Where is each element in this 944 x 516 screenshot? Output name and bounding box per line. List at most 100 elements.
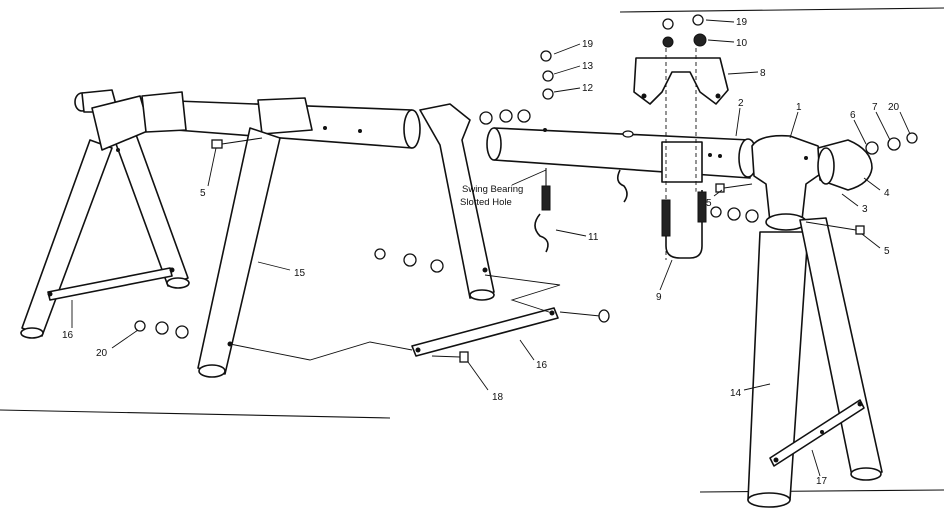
bolt-hole <box>169 267 175 273</box>
cap-nut <box>374 248 386 260</box>
bracket-plate <box>633 57 729 105</box>
nut <box>175 325 189 339</box>
callout-14: 14 <box>730 388 742 399</box>
washer <box>403 253 417 267</box>
bolt-hole <box>47 291 53 297</box>
bolt-middle-brace <box>559 309 610 323</box>
left-top-beam <box>141 91 421 149</box>
callout-labels: 5 15 16 20 16 18 11 19 13 12 19 10 8 2 1… <box>62 17 900 487</box>
beam-end <box>486 127 502 161</box>
bolt-hole <box>718 154 722 158</box>
note-line-2: Slotted Hole <box>460 197 512 208</box>
u-bolt <box>665 190 703 259</box>
nut <box>865 141 879 155</box>
callout-10: 10 <box>736 38 748 49</box>
brace-left <box>47 267 173 301</box>
callout-1: 1 <box>796 102 802 113</box>
washer <box>692 14 704 26</box>
assembly-line <box>484 274 561 314</box>
hanger-thread <box>541 185 551 211</box>
scan-line <box>619 7 944 13</box>
bolt-hole <box>708 153 712 157</box>
cap-nut <box>906 132 918 144</box>
leg-end <box>469 289 495 301</box>
nut <box>693 33 707 47</box>
top-bracket-8 <box>633 48 729 260</box>
right-a-frame <box>715 134 883 508</box>
nut <box>430 259 444 273</box>
washer <box>499 109 513 123</box>
washer <box>542 88 554 100</box>
leader-lines <box>71 19 911 477</box>
bolt-hole <box>804 156 808 160</box>
center-bracket-sleeve <box>661 141 703 183</box>
bolt-head <box>715 183 725 193</box>
callout-13: 13 <box>582 61 594 72</box>
callout-9: 9 <box>656 292 662 303</box>
bolt-hole <box>358 129 362 133</box>
leg-end <box>198 364 226 378</box>
bolt-head <box>211 139 223 149</box>
leg-front <box>21 139 113 337</box>
beam-clamp <box>257 97 313 135</box>
hardware-stack-top <box>662 14 707 48</box>
scan-line <box>699 489 944 493</box>
top-beam-tube-2 <box>493 127 751 179</box>
bolt-shaft <box>559 311 601 317</box>
bolt-hole <box>715 93 721 99</box>
brace-17 <box>769 399 865 467</box>
leg-rear-right <box>799 217 883 477</box>
callout-15: 15 <box>294 268 306 279</box>
callout-3: 3 <box>862 204 868 215</box>
bolt-shaft <box>723 183 753 189</box>
nut <box>745 209 759 223</box>
leg-15 <box>197 127 281 375</box>
nut <box>517 109 531 123</box>
callout-16: 16 <box>536 360 548 371</box>
beam-end <box>403 109 421 149</box>
u-bolt-9 <box>661 190 707 259</box>
leg-end <box>850 467 882 481</box>
nut <box>662 36 674 48</box>
bolt-hole <box>820 430 824 434</box>
bolt-hole <box>323 126 327 130</box>
assembly-line <box>229 341 413 361</box>
callout-18: 18 <box>492 392 504 403</box>
leg-end <box>166 277 190 289</box>
callout-7: 7 <box>872 102 878 113</box>
nut <box>479 111 493 125</box>
callout-8: 8 <box>760 68 766 79</box>
right-top-beam <box>486 127 758 183</box>
left-a-frame <box>20 89 190 339</box>
bolt-hole <box>116 148 120 152</box>
callout-19: 19 <box>736 17 748 28</box>
elbow-fitting <box>751 134 827 223</box>
swing-hanger-11 <box>534 168 628 253</box>
cap-nut <box>540 50 552 62</box>
bolt-shaft <box>431 355 461 358</box>
bolt-head <box>855 225 865 235</box>
bolt-hole <box>857 401 863 407</box>
leg-end <box>747 492 791 508</box>
callout-20: 20 <box>96 348 108 359</box>
leg-rear-mid <box>419 103 495 299</box>
nut-set-20-left <box>134 320 189 339</box>
u-bolt-thread <box>661 199 671 237</box>
callout-2: 2 <box>738 98 744 109</box>
nut <box>710 206 722 218</box>
u-bolt-thread <box>697 191 707 223</box>
bolt-hole <box>641 93 647 99</box>
leg-end <box>20 327 44 339</box>
nut-set-middle <box>374 248 444 273</box>
bolt-shaft <box>805 221 857 231</box>
callout-20: 20 <box>888 102 900 113</box>
beam-clamp <box>141 91 187 133</box>
middle-a-frame <box>197 103 495 378</box>
bolt-head <box>598 309 610 323</box>
bolt-18 <box>431 351 469 363</box>
callout-16: 16 <box>62 330 74 341</box>
washer <box>887 137 901 151</box>
cap-nut <box>662 18 674 30</box>
bolt-hole <box>773 457 779 463</box>
